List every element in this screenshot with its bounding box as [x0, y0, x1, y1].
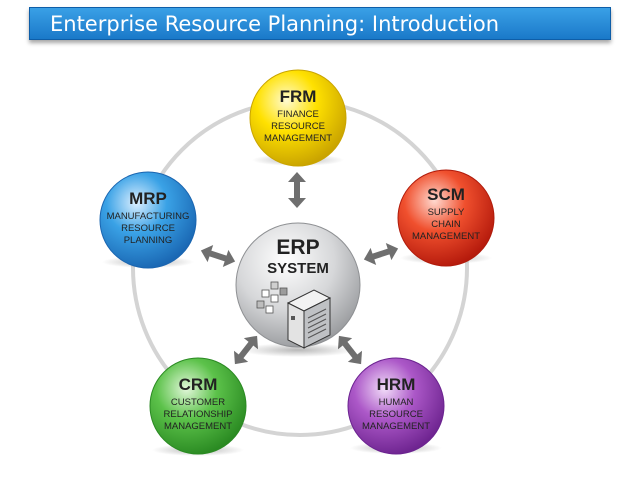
erp-title: ERP	[276, 236, 319, 259]
mrp-line-3: PLANNING	[124, 235, 173, 246]
crm-abbr: CRM	[179, 375, 218, 394]
frm-line-2: RESOURCE	[271, 121, 325, 132]
crm-line-2: RELATIONSHIP	[164, 409, 233, 420]
node-mrp: MRP MANUFACTURING RESOURCE PLANNING	[99, 171, 197, 269]
frm-line-3: MANAGEMENT	[264, 133, 332, 144]
node-frm: FRM FINANCE RESOURCE MANAGEMENT	[249, 69, 347, 167]
hrm-line-3: MANAGEMENT	[362, 421, 430, 432]
crm-line-1: CUSTOMER	[171, 397, 225, 408]
server-icon	[286, 289, 332, 349]
hrm-line-2: RESOURCE	[369, 409, 423, 420]
scm-abbr: SCM	[427, 185, 465, 204]
hrm-abbr: HRM	[377, 375, 416, 394]
frm-abbr: FRM	[280, 87, 317, 106]
arrow-mrp	[200, 244, 236, 268]
slide-title: Enterprise Resource Planning: Introducti…	[29, 7, 611, 40]
data-blocks-icon	[256, 281, 288, 314]
frm-line-1: FINANCE	[277, 109, 319, 120]
mrp-line-2: RESOURCE	[121, 223, 175, 234]
node-hrm: HRM HUMAN RESOURCE MANAGEMENT	[347, 357, 445, 455]
node-scm: SCM SUPPLY CHAIN MANAGEMENT	[397, 169, 495, 267]
hrm-line-1: HUMAN	[379, 397, 414, 408]
scm-line-2: CHAIN	[431, 219, 461, 230]
mrp-line-1: MANUFACTURING	[107, 211, 190, 222]
erp-subtitle: SYSTEM	[267, 260, 329, 277]
mrp-abbr: MRP	[129, 189, 167, 208]
arrow-frm	[288, 172, 306, 208]
arrow-scm	[363, 242, 399, 266]
scm-line-1: SUPPLY	[428, 207, 465, 218]
node-erp-system: ERP SYSTEM	[235, 222, 361, 357]
crm-line-3: MANAGEMENT	[164, 421, 232, 432]
scm-line-3: MANAGEMENT	[412, 231, 480, 242]
node-crm: CRM CUSTOMER RELATIONSHIP MANAGEMENT	[149, 357, 247, 456]
